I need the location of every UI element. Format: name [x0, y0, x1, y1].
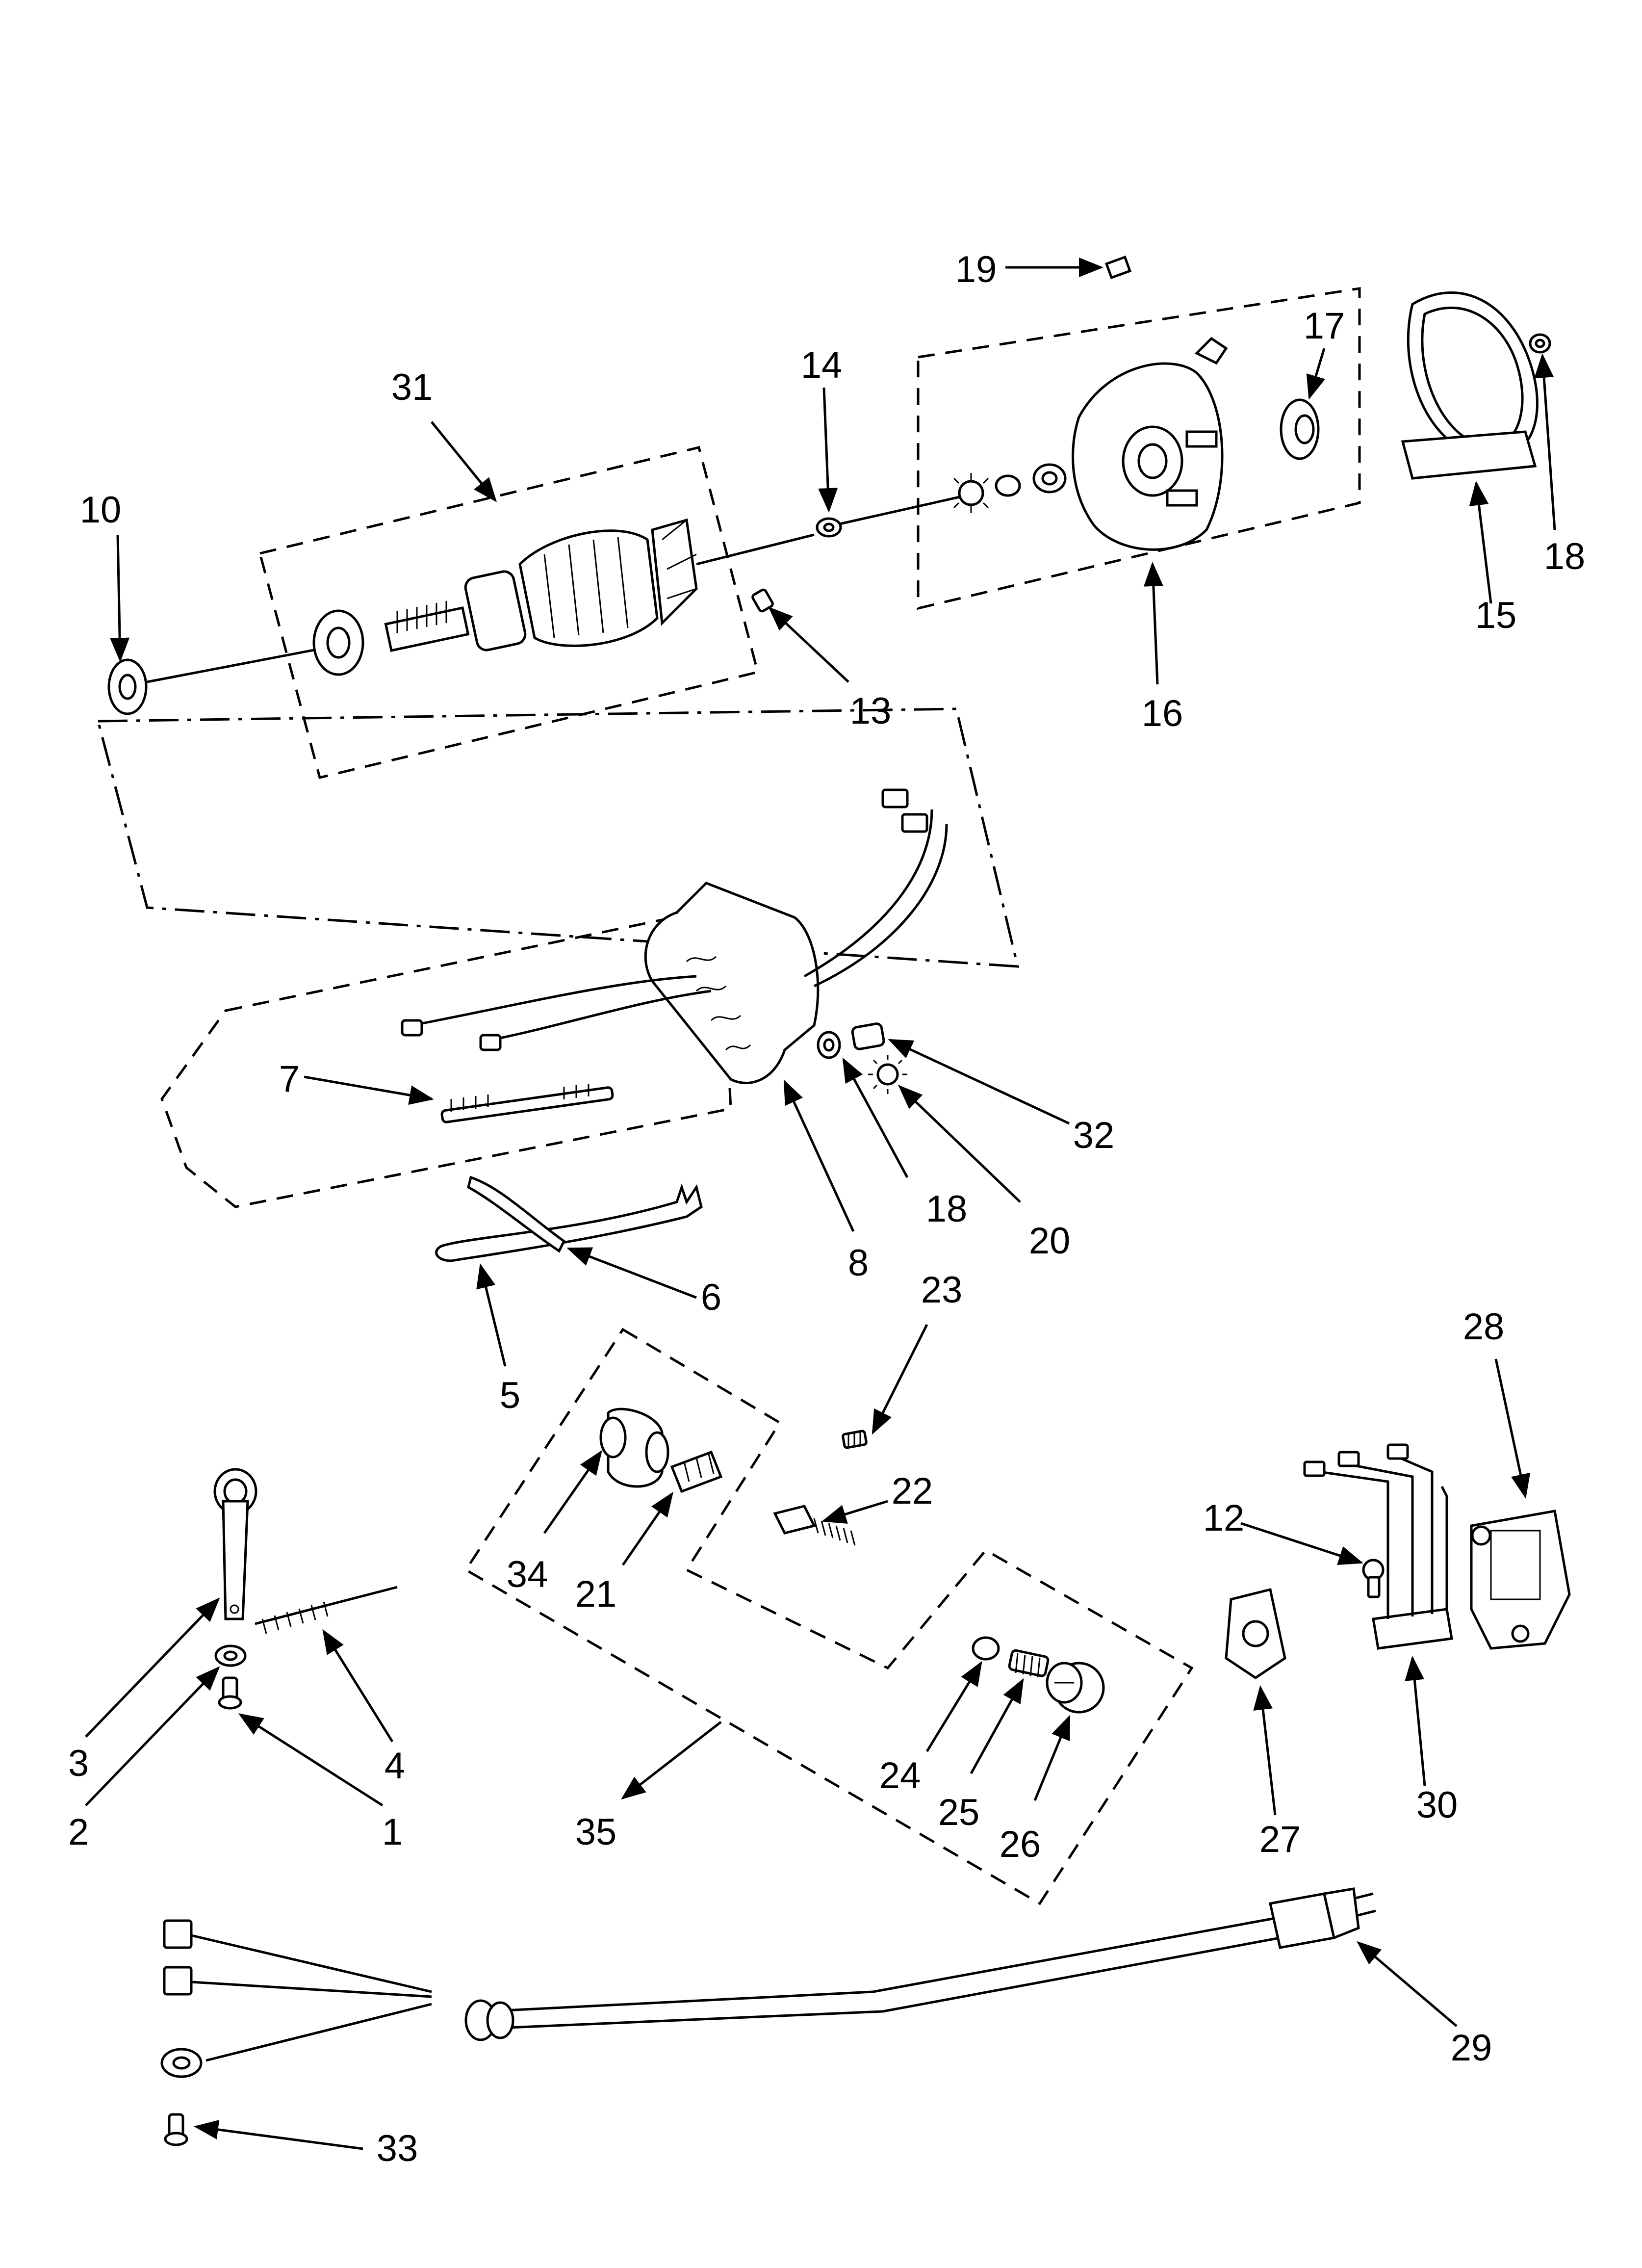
- brush-holder-part-21: [670, 1450, 723, 1493]
- callout-31: 31: [391, 366, 433, 408]
- callout-30: 30: [1416, 1784, 1458, 1826]
- callout-34: 34: [507, 1554, 548, 1595]
- star-washer-part-20: [868, 1055, 907, 1094]
- callout-23: 23: [921, 1269, 963, 1311]
- callout-19: 19: [955, 249, 997, 290]
- screw-part-33: [164, 2113, 188, 2146]
- callout-18-middle: 18: [926, 1188, 968, 1230]
- armature-group-box: [258, 445, 760, 780]
- callout-21: 21: [575, 1573, 617, 1615]
- bearing-part-17: [1280, 398, 1320, 460]
- brush-cap-part-26: [1046, 1662, 1105, 1714]
- switch-part-27: [1225, 1588, 1286, 1680]
- spring-part-4: [255, 1586, 398, 1634]
- lever-part-3: [213, 1468, 257, 1620]
- callout-4: 4: [385, 1745, 405, 1787]
- screw-part-1: [218, 1676, 242, 1710]
- nut-part-18-top: [1529, 333, 1551, 354]
- screw-part-7: [440, 1084, 614, 1123]
- callout-25: 25: [938, 1792, 980, 1833]
- lever-part-6: [467, 1175, 566, 1253]
- callout-13: 13: [850, 690, 892, 732]
- washer-part-14: [816, 517, 842, 538]
- cap-part-24: [972, 1636, 1000, 1661]
- callout-27: 27: [1259, 1819, 1301, 1860]
- link-part-5: [435, 1183, 703, 1262]
- end-bell-part: [953, 337, 1228, 551]
- callout-15: 15: [1475, 595, 1517, 636]
- callout-7: 7: [279, 1058, 300, 1100]
- callout-6: 6: [701, 1277, 721, 1318]
- armature-part: [312, 518, 698, 676]
- bushing-part-32: [851, 1022, 885, 1050]
- callout-1: 1: [382, 1811, 403, 1853]
- callout-3: 3: [68, 1743, 89, 1784]
- callout-5: 5: [500, 1375, 520, 1416]
- callout-26: 26: [1000, 1824, 1041, 1865]
- brush-part-22: [773, 1505, 856, 1546]
- callout-29: 29: [1451, 2027, 1492, 2069]
- callout-22: 22: [892, 1470, 933, 1512]
- screw-part-13: [751, 588, 774, 613]
- callout-16: 16: [1142, 693, 1183, 734]
- washer-part-2: [214, 1644, 247, 1667]
- callout-12: 12: [1203, 1497, 1245, 1539]
- end-bell-group-box: [917, 287, 1361, 610]
- power-cord-part-29: [160, 1887, 1376, 2078]
- callout-18-top: 18: [1544, 536, 1586, 577]
- connector-frame: [96, 707, 1020, 968]
- callout-32: 32: [1073, 1115, 1115, 1156]
- callout-8: 8: [848, 1242, 869, 1284]
- nut-part-18-middle: [817, 1031, 841, 1059]
- leader-arrows: [85, 258, 1556, 2150]
- spring-part-25: [1008, 1649, 1050, 1678]
- callout-17: 17: [1304, 305, 1345, 347]
- callout-2: 2: [68, 1811, 89, 1853]
- terminal-block-part-30: [1303, 1443, 1453, 1650]
- screw-part-12: [1362, 1559, 1385, 1598]
- field-housing-part: [401, 788, 948, 1084]
- callout-28: 28: [1463, 1306, 1505, 1348]
- bushing-part-34: [599, 1408, 669, 1488]
- callout-10: 10: [80, 489, 122, 531]
- bearing-washer-part: [107, 658, 148, 715]
- spring-part-23: [842, 1430, 868, 1449]
- callout-24: 24: [879, 1755, 921, 1797]
- clip-part-19: [1104, 255, 1132, 280]
- callout-14: 14: [801, 344, 843, 386]
- cover-part-28: [1470, 1510, 1571, 1650]
- callout-20: 20: [1029, 1220, 1071, 1262]
- callout-labels: 1 2 3 4 5 6 7 8 10 12 13 14 15 16 17 18 …: [68, 249, 1585, 2169]
- bracket-part-15: [1401, 291, 1539, 480]
- callout-35: 35: [575, 1811, 617, 1853]
- callout-33: 33: [377, 2128, 418, 2169]
